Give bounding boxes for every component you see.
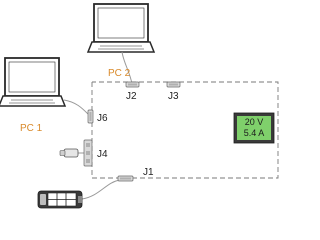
lcd-voltage: 20 V bbox=[245, 117, 264, 127]
connector-j6 bbox=[87, 109, 94, 124]
cable-camera-j1 bbox=[81, 179, 121, 200]
camera-icon bbox=[37, 190, 83, 209]
pc-1-label: PC 1 bbox=[20, 123, 43, 134]
j4-label: J4 bbox=[97, 149, 108, 160]
lcd-display-icon bbox=[233, 112, 275, 144]
j2-label: J2 bbox=[126, 91, 137, 102]
connector-j1 bbox=[117, 175, 134, 182]
j6-label: J6 bbox=[97, 113, 108, 124]
pc-1-icon bbox=[0, 57, 67, 107]
connector-j3 bbox=[166, 81, 181, 88]
cable-pc2-j2 bbox=[121, 51, 133, 85]
pc-2-icon bbox=[86, 3, 156, 53]
lcd-current: 5.4 A bbox=[244, 128, 265, 138]
connector-j4 bbox=[83, 139, 93, 167]
j3-label: J3 bbox=[168, 91, 179, 102]
system-diagram: 20 V 5.4 A PC 2 PC 1 J2 J3 J6 J4 J1 bbox=[0, 3, 279, 209]
pc-2-label: PC 2 bbox=[108, 68, 131, 79]
cable-pc1-j6 bbox=[63, 99, 89, 115]
usb-drive-icon bbox=[59, 148, 79, 158]
j1-label: J1 bbox=[143, 167, 154, 178]
cables bbox=[63, 51, 133, 200]
diagram-canvas: 20 V 5.4 A PC 2 PC 1 J2 J3 J6 J4 J1 bbox=[0, 3, 279, 209]
connector-j2 bbox=[125, 81, 140, 88]
